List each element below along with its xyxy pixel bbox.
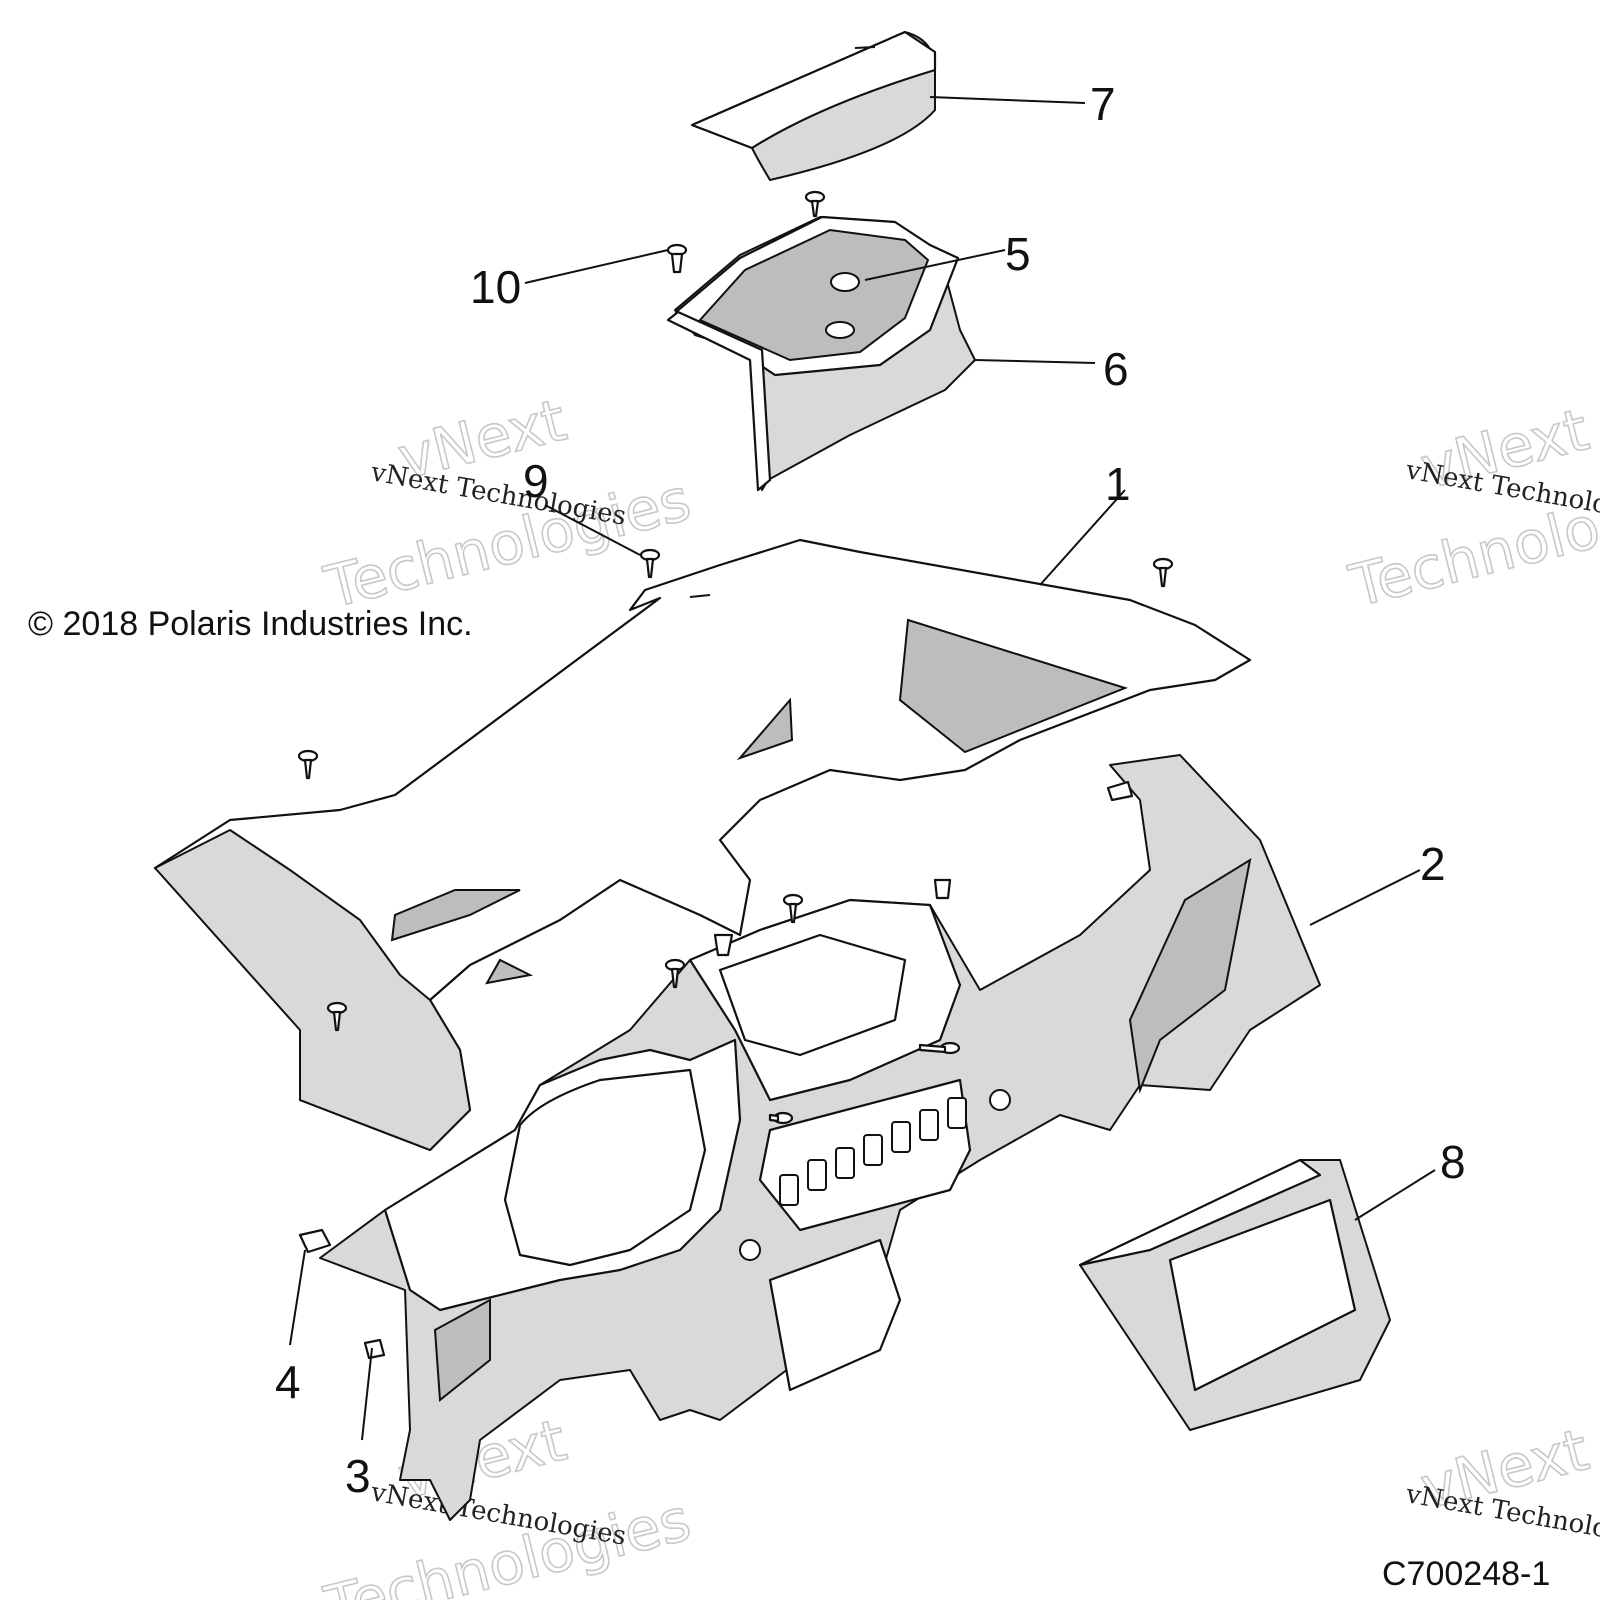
copyright-notice: © 2018 Polaris Industries Inc. bbox=[28, 605, 473, 643]
part-6-storage-box bbox=[666, 215, 976, 492]
screw-icon bbox=[918, 1041, 961, 1055]
part-5-grommet bbox=[830, 272, 860, 292]
part-8-bezel bbox=[1078, 1158, 1391, 1431]
part-3-clip bbox=[363, 1338, 386, 1360]
screw-icon bbox=[768, 1111, 794, 1125]
callout-2: 2 bbox=[1420, 838, 1446, 890]
callout-6: 6 bbox=[1103, 343, 1129, 395]
part-1-upper-dash bbox=[153, 538, 1252, 1152]
screw-icon bbox=[1152, 557, 1174, 588]
callout-3: 3 bbox=[345, 1450, 371, 1502]
leader-10 bbox=[524, 249, 669, 284]
callout-10: 10 bbox=[470, 261, 521, 313]
callout-7: 7 bbox=[1090, 78, 1116, 130]
part-2-lower-dash bbox=[319, 754, 1321, 1521]
part-7-lid bbox=[690, 30, 937, 181]
clip-icon bbox=[713, 933, 734, 957]
leader-5 bbox=[864, 249, 1006, 281]
clip-icon bbox=[933, 878, 952, 900]
screw-icon bbox=[639, 548, 661, 579]
part-4-clip bbox=[298, 1228, 332, 1254]
watermark-top-right: vNext Technologies vNext Technologies bbox=[1342, 395, 1600, 622]
figure-id: C700248-1 bbox=[1382, 1555, 1550, 1593]
screw-icon bbox=[804, 190, 826, 218]
watermark-bottom-right: vNext vNext Technologies bbox=[1403, 1415, 1600, 1554]
callout-9: 9 bbox=[523, 455, 549, 507]
leader-1 bbox=[1039, 489, 1126, 586]
leader-6 bbox=[974, 359, 1096, 364]
leader-2 bbox=[1309, 869, 1421, 926]
leader-3 bbox=[361, 1347, 373, 1441]
push-rivet-icon bbox=[666, 243, 688, 274]
watermark-top-left: vNext Technologies vNext Technologies bbox=[317, 385, 698, 623]
screw-icon bbox=[297, 749, 319, 780]
leader-4 bbox=[289, 1249, 306, 1346]
leader-7 bbox=[929, 96, 1086, 104]
watermark-bottom-left: vNext Technologies vNext Technologies bbox=[317, 1405, 698, 1600]
clip-icon bbox=[1106, 780, 1134, 802]
leader-8 bbox=[1354, 1169, 1436, 1221]
callout-4: 4 bbox=[275, 1356, 301, 1408]
callout-8: 8 bbox=[1440, 1136, 1466, 1188]
leader-9 bbox=[544, 504, 641, 556]
screw-icon bbox=[326, 1001, 348, 1032]
screw-icon bbox=[782, 893, 804, 924]
callout-1: 1 bbox=[1105, 458, 1131, 510]
screw-icon bbox=[664, 958, 686, 989]
callout-5: 5 bbox=[1005, 228, 1031, 280]
